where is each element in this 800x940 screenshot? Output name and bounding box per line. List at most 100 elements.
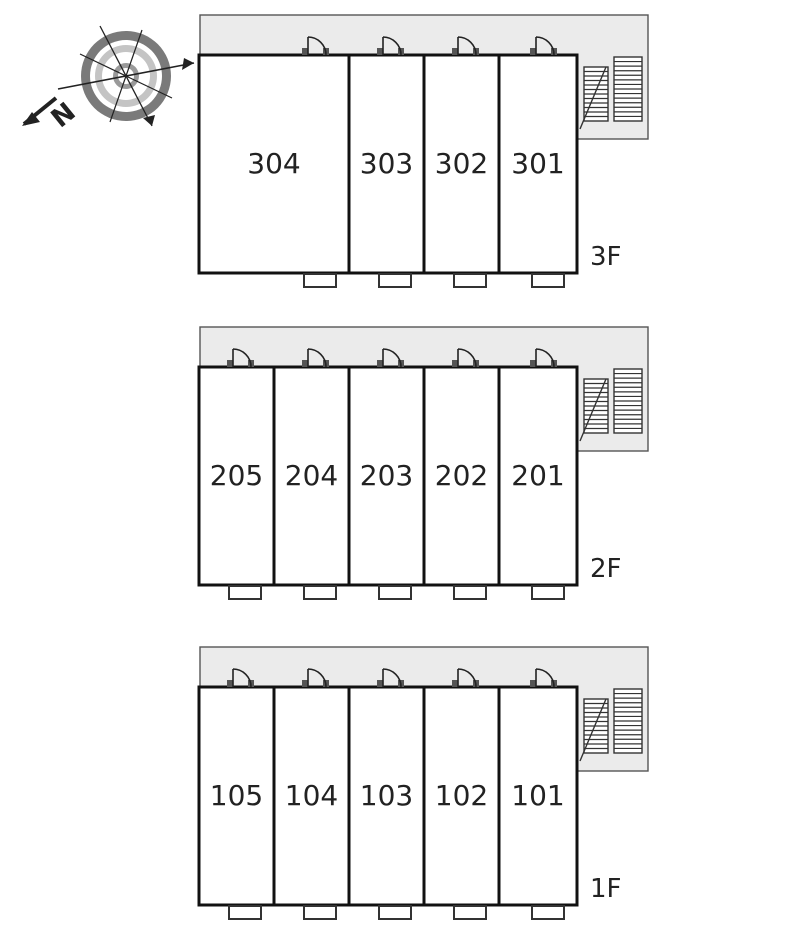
room-number: 102 [435,779,488,812]
door-jamb [302,48,308,55]
door-icon [302,36,329,56]
door-swing-arc [457,36,477,56]
staircase-icon [579,56,643,130]
door-jamb [227,680,233,687]
door-swing-arc [382,36,402,56]
floor-3f: 304 303 302 301 3F [197,14,649,288]
door-jamb [452,680,458,687]
room-outline [497,685,579,907]
room-203: 203 [347,348,426,600]
door-jamb [377,360,383,367]
room-outline [272,685,351,907]
room-outline [197,53,351,275]
room-number: 304 [247,147,300,180]
door-jamb [377,48,383,55]
room-number: 302 [435,147,488,180]
door-icon [227,668,254,688]
balcony [303,905,337,920]
room-102: 102 [422,668,501,920]
door-icon [377,348,404,368]
room-202: 202 [422,348,501,600]
balcony [228,585,262,600]
compass-needle-diag-b [109,29,143,123]
balcony [453,585,487,600]
room-outline [422,53,501,275]
door-jamb [377,680,383,687]
room-number: 103 [360,779,413,812]
door-icon [452,668,479,688]
balcony [378,273,412,288]
door-jamb [530,48,536,55]
balcony [453,273,487,288]
door-swing-arc [307,668,327,688]
door-swing-arc [382,668,402,688]
room-number: 205 [210,459,263,492]
room-number: 202 [435,459,488,492]
room-205: 205 [197,348,276,600]
door-icon [377,36,404,56]
door-swing-arc [535,668,555,688]
compass-south-arrowhead [143,115,155,126]
door-icon [452,348,479,368]
door-jamb [530,360,536,367]
room-outline [422,685,501,907]
room-number: 301 [511,147,564,180]
door-jamb [452,360,458,367]
room-outline [197,685,276,907]
staircase-icon [579,688,643,762]
room-303: 303 [347,36,426,288]
room-302: 302 [422,36,501,288]
room-301: 301 [497,36,579,288]
door-swing-arc [382,348,402,368]
door-icon [302,348,329,368]
room-number: 201 [511,459,564,492]
door-swing-arc [457,348,477,368]
floors-layer: 304 303 302 301 3F 205 204 203 202 201 2F 105 104 103… [197,14,649,920]
room-104: 104 [272,668,351,920]
door-swing-arc [535,36,555,56]
door-jamb [302,680,308,687]
room-number: 101 [511,779,564,812]
room-105: 105 [197,668,276,920]
room-304: 304 [197,36,351,288]
room-number: 204 [285,459,338,492]
floor-label: 3F [590,242,622,272]
balcony [378,585,412,600]
floor-1f: 105 104 103 102 101 1F [197,646,649,920]
door-swing-arc [232,348,252,368]
compass-rose-icon: N [22,25,195,134]
room-201: 201 [497,348,579,600]
door-jamb [452,48,458,55]
compass-east-arrowhead [182,58,194,70]
balcony [378,905,412,920]
room-number: 303 [360,147,413,180]
balcony [303,273,337,288]
stair-diagonal [579,66,607,130]
door-swing-arc [232,668,252,688]
balcony [303,585,337,600]
door-jamb [530,680,536,687]
balcony [228,905,262,920]
balcony [531,273,565,288]
north-arrowhead-icon [22,112,40,126]
room-outline [197,365,276,587]
door-icon [530,348,557,368]
door-icon [530,668,557,688]
floor-2f: 205 204 203 202 201 2F [197,326,649,600]
door-swing-arc [307,36,327,56]
door-swing-arc [307,348,327,368]
room-number: 105 [210,779,263,812]
stair-diagonal [579,698,607,762]
door-icon [227,348,254,368]
floor-label: 1F [590,874,622,904]
room-number: 104 [285,779,338,812]
door-jamb [227,360,233,367]
stair-diagonal [579,378,607,442]
room-103: 103 [347,668,426,920]
room-101: 101 [497,668,579,920]
staircase-icon [579,368,643,442]
balcony [531,585,565,600]
room-number: 203 [360,459,413,492]
floor-label: 2F [590,554,622,584]
